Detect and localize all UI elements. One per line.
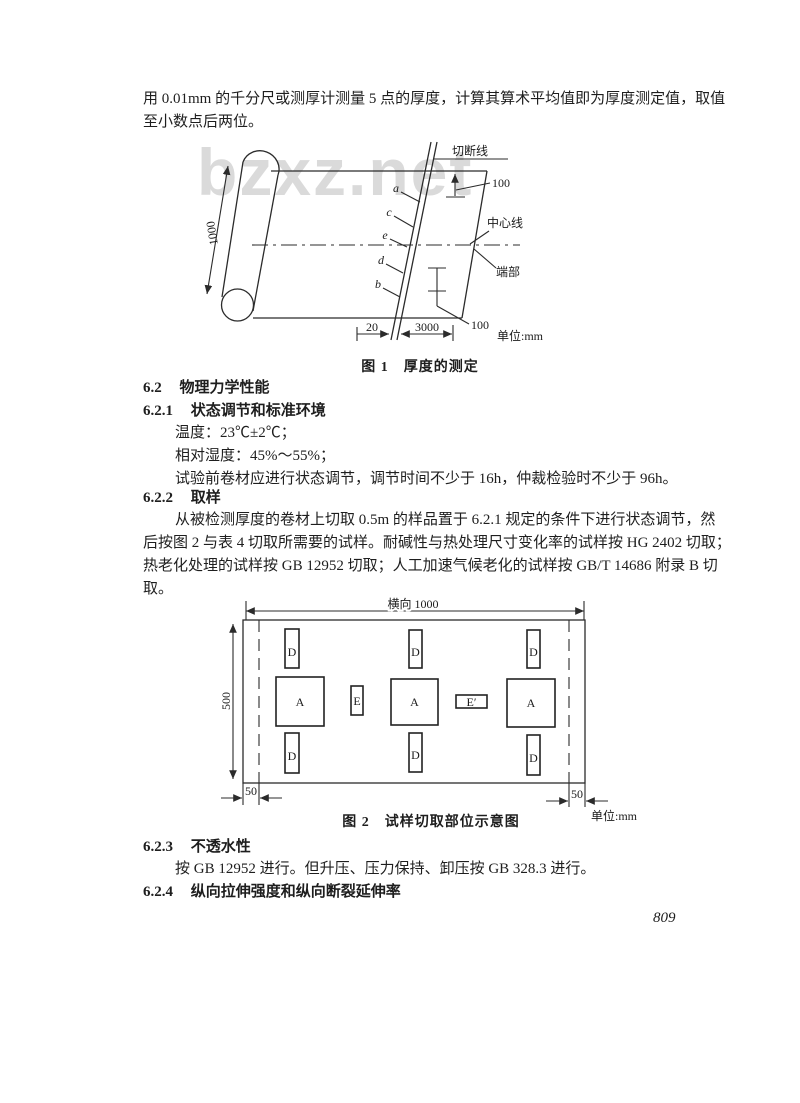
sample-d-rect [284,732,300,774]
dim-50-right: 50 [546,783,608,807]
dim-top-label: 100 [492,176,510,190]
sample-e-label: E [353,694,360,708]
roll-shape [220,150,280,322]
section-6-2-2-number: 6.2.2 [143,490,173,506]
edge-label: 端部 [496,264,520,279]
sampling-line-2: 后按图 2 与表 4 切取所需要的试样。耐碱性与热处理尺寸变化率的试样按 HG … [143,535,731,551]
dim-3000-label: 3000 [415,320,439,334]
cut-line-label: 切断线 [452,143,488,158]
sample-d-label: D [411,748,420,762]
section-6-2-1-heading: 6.2.1 状态调节和标准环境 [143,402,326,420]
point-e: e [382,228,388,242]
dim-top-1000-label: 横向 1000 [387,596,438,611]
section-6-2-heading: 6.2 物理力学性能 [143,379,270,397]
sample-a-rect [390,678,439,726]
sample-d-label: D [529,751,538,765]
dim-top-100: 100 [446,174,510,198]
sheet-rect [242,619,586,784]
section-6-2-title: 物理力学性能 [179,380,270,396]
figure2-caption: 图 2 试样切取部位示意图 [342,815,520,830]
sampling-line-4: 取。 [143,581,174,597]
sample-d-rect [408,629,423,669]
cut-line-callout: 切断线 [433,143,508,160]
temperature-line: 温度：23℃±2℃； [175,425,296,441]
section-6-2-number: 6.2 [143,380,162,396]
dim-20-label: 20 [366,320,378,334]
section-6-2-4-heading: 6.2.4 纵向拉伸强度和纵向断裂延伸率 [143,883,401,901]
conditioning-line: 试验前卷材应进行状态调节，调节时间不少于 16h，仲裁检验时不少于 96h。 [175,471,678,487]
dim-top-1000: 横向 1000 [245,594,585,620]
figure1-thickness-diagram: 1000 切断线 100 a c e d b 中心 [203,141,544,343]
point-labels: a c e d b [375,181,421,298]
impermeability-line: 按 GB 12952 进行。但升压、压力保持、卸压按 GB 328.3 进行。 [175,861,596,877]
dim-50-right-label: 50 [571,787,583,801]
sample-d-rect [284,628,300,669]
sample-group-2: D A D [390,629,439,773]
sample-e2-label: E′ [467,695,477,709]
page-number: 809 [653,910,676,926]
figure2-unit-label: 单位:mm [591,808,638,823]
section-6-2-1-title: 状态调节和标准环境 [190,403,326,419]
sample-d-rect [408,732,423,773]
center-line-callout: 中心线 [469,215,523,245]
point-d: d [378,253,385,267]
figure1-caption: 图 1 厚度的测定 [361,360,479,375]
sample-a-label: A [296,695,305,709]
center-line-label: 中心线 [487,215,523,230]
dim-roll-label: 1000 [203,220,221,246]
sampling-line-3: 热老化处理的试样按 GB 12952 切取；人工加速气候老化的试样按 GB/T … [143,558,718,574]
dim-50-left: 50 [221,783,282,805]
figure1-unit-label: 单位:mm [497,328,544,343]
section-6-2-3-number: 6.2.3 [143,839,173,855]
section-6-2-3-heading: 6.2.3 不透水性 [143,838,251,856]
sheet-outline [253,170,488,319]
sample-a-rect [506,678,556,728]
section-6-2-3-title: 不透水性 [190,839,251,855]
point-b: b [375,277,381,291]
section-6-2-4-number: 6.2.4 [143,884,173,900]
section-6-2-4-title: 纵向拉伸强度和纵向断裂延伸率 [190,884,401,900]
edge-callout: 端部 [473,248,520,279]
sample-a-label: A [410,695,419,709]
sample-d-rect [526,629,541,669]
point-a: a [393,181,399,195]
dim-bottom-label: 100 [471,318,489,332]
section-6-2-1-number: 6.2.1 [143,403,173,419]
dim-roll-1000: 1000 [203,165,231,295]
humidity-line: 相对湿度：45%～55%； [175,448,335,464]
dim-50-left-label: 50 [245,784,257,798]
section-6-2-2-heading: 6.2.2 取样 [143,489,221,507]
dim-left-500-label: 500 [219,692,233,710]
sample-d-rect [526,734,541,776]
sample-d-label: D [529,645,538,659]
intro-line-1: 用 0.01mm 的千分尺或测厚计测量 5 点的厚度，计算其算术平均值即为厚度测… [143,91,726,107]
sample-d-label: D [288,749,297,763]
section-6-2-2-title: 取样 [190,490,221,506]
point-c: c [386,205,392,219]
sample-a-rect [275,676,325,727]
dim-left-500: 500 [219,624,237,779]
intro-line-2: 至小数点后两位。 [143,114,264,130]
figure2-sampling-diagram: 横向 1000 500 D A D E D A D [219,594,638,823]
cut-lines [390,141,438,341]
dim-bottom-100: 100 [428,267,489,332]
dim-bottom-widths: 20 3000 [356,320,454,341]
sample-d-label: D [288,645,297,659]
sample-e-rect [350,685,364,716]
sample-d-label: D [411,645,420,659]
sample-e2-rect [455,694,488,709]
sample-group-3: D A D [506,629,556,776]
sample-a-label: A [527,696,536,710]
sampling-line-1: 从被检测厚度的卷材上切取 0.5m 的样品置于 6.2.1 规定的条件下进行状态… [175,512,716,528]
sample-group-1: D A D [275,628,325,774]
